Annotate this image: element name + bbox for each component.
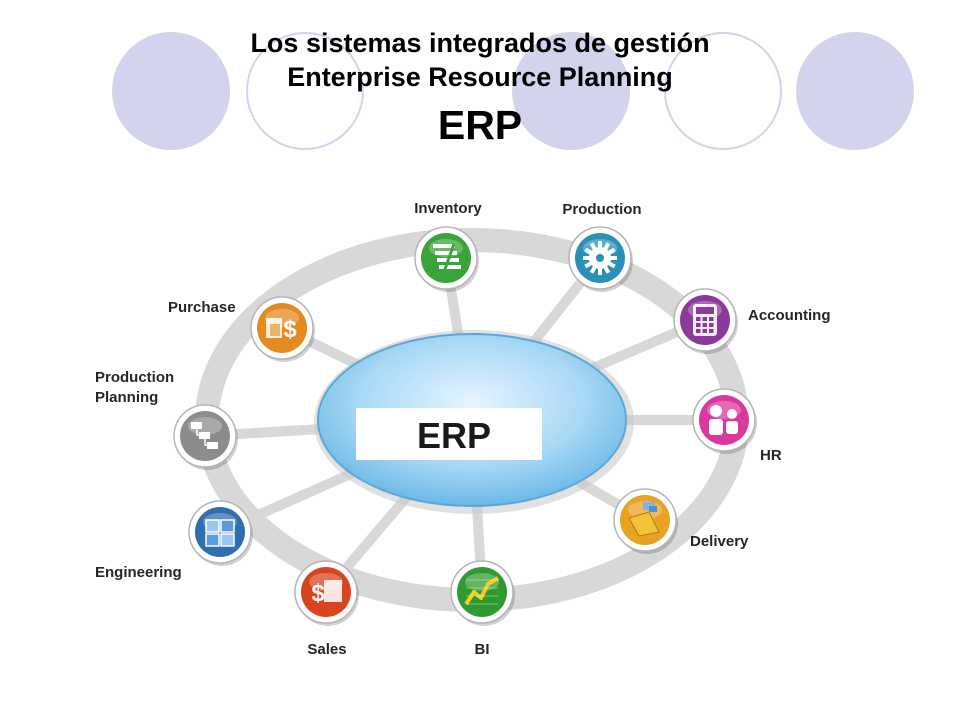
erp-center-label: ERP <box>417 415 491 456</box>
module-node-production_planning <box>173 404 238 470</box>
module-label-purchase: Purchase <box>168 299 236 316</box>
module-node-sales: $ <box>294 560 359 626</box>
decorative-ring-1 <box>246 32 364 150</box>
title-line-1: Los sistemas integrados de gestión <box>250 28 710 58</box>
module-node-accounting <box>673 288 738 354</box>
title-line-2: Enterprise Resource Planning <box>287 62 673 92</box>
dollar-sales-icon: $ <box>311 580 342 607</box>
module-node-bi <box>450 560 515 626</box>
delivery-icon <box>628 502 660 537</box>
people-icon <box>709 405 738 435</box>
gear-icon <box>583 241 617 275</box>
slide-title: Los sistemas integrados de gestión Enter… <box>0 26 960 150</box>
dollar-purchase-icon: $ <box>266 316 297 343</box>
module-node-engineering <box>188 500 253 566</box>
module-label-inventory: Inventory <box>414 200 482 217</box>
inventory-icon <box>433 243 461 273</box>
module-label-delivery: Delivery <box>690 533 749 550</box>
module-node-inventory <box>414 226 479 292</box>
decorative-circle-1 <box>112 32 230 150</box>
erp-center-box <box>356 408 542 460</box>
decorative-circle-2 <box>512 32 630 150</box>
module-label-hr: HR <box>760 447 782 464</box>
svg-text:$: $ <box>283 316 297 343</box>
module-node-purchase: $ <box>250 296 315 362</box>
module-node-production <box>568 226 633 292</box>
puzzle-icon <box>205 519 235 547</box>
trend-chart-icon <box>464 576 500 606</box>
svg-text:$: $ <box>311 580 325 607</box>
module-label-production: Production <box>562 201 641 218</box>
flowchart-icon <box>191 422 218 449</box>
erp-center: ERP <box>314 330 634 514</box>
module-node-hr <box>692 388 757 454</box>
module-node-delivery <box>613 488 678 554</box>
calculator-icon <box>693 304 717 336</box>
module-label-engineering: Engineering <box>95 564 182 581</box>
module-label-bi: BI <box>475 641 490 658</box>
decorative-ring-2 <box>664 32 782 150</box>
title-line-3: ERP <box>437 102 523 148</box>
module-label-accounting: Accounting <box>748 307 831 324</box>
decorative-circle-3 <box>796 32 914 150</box>
module-label-sales: Sales <box>307 641 346 658</box>
